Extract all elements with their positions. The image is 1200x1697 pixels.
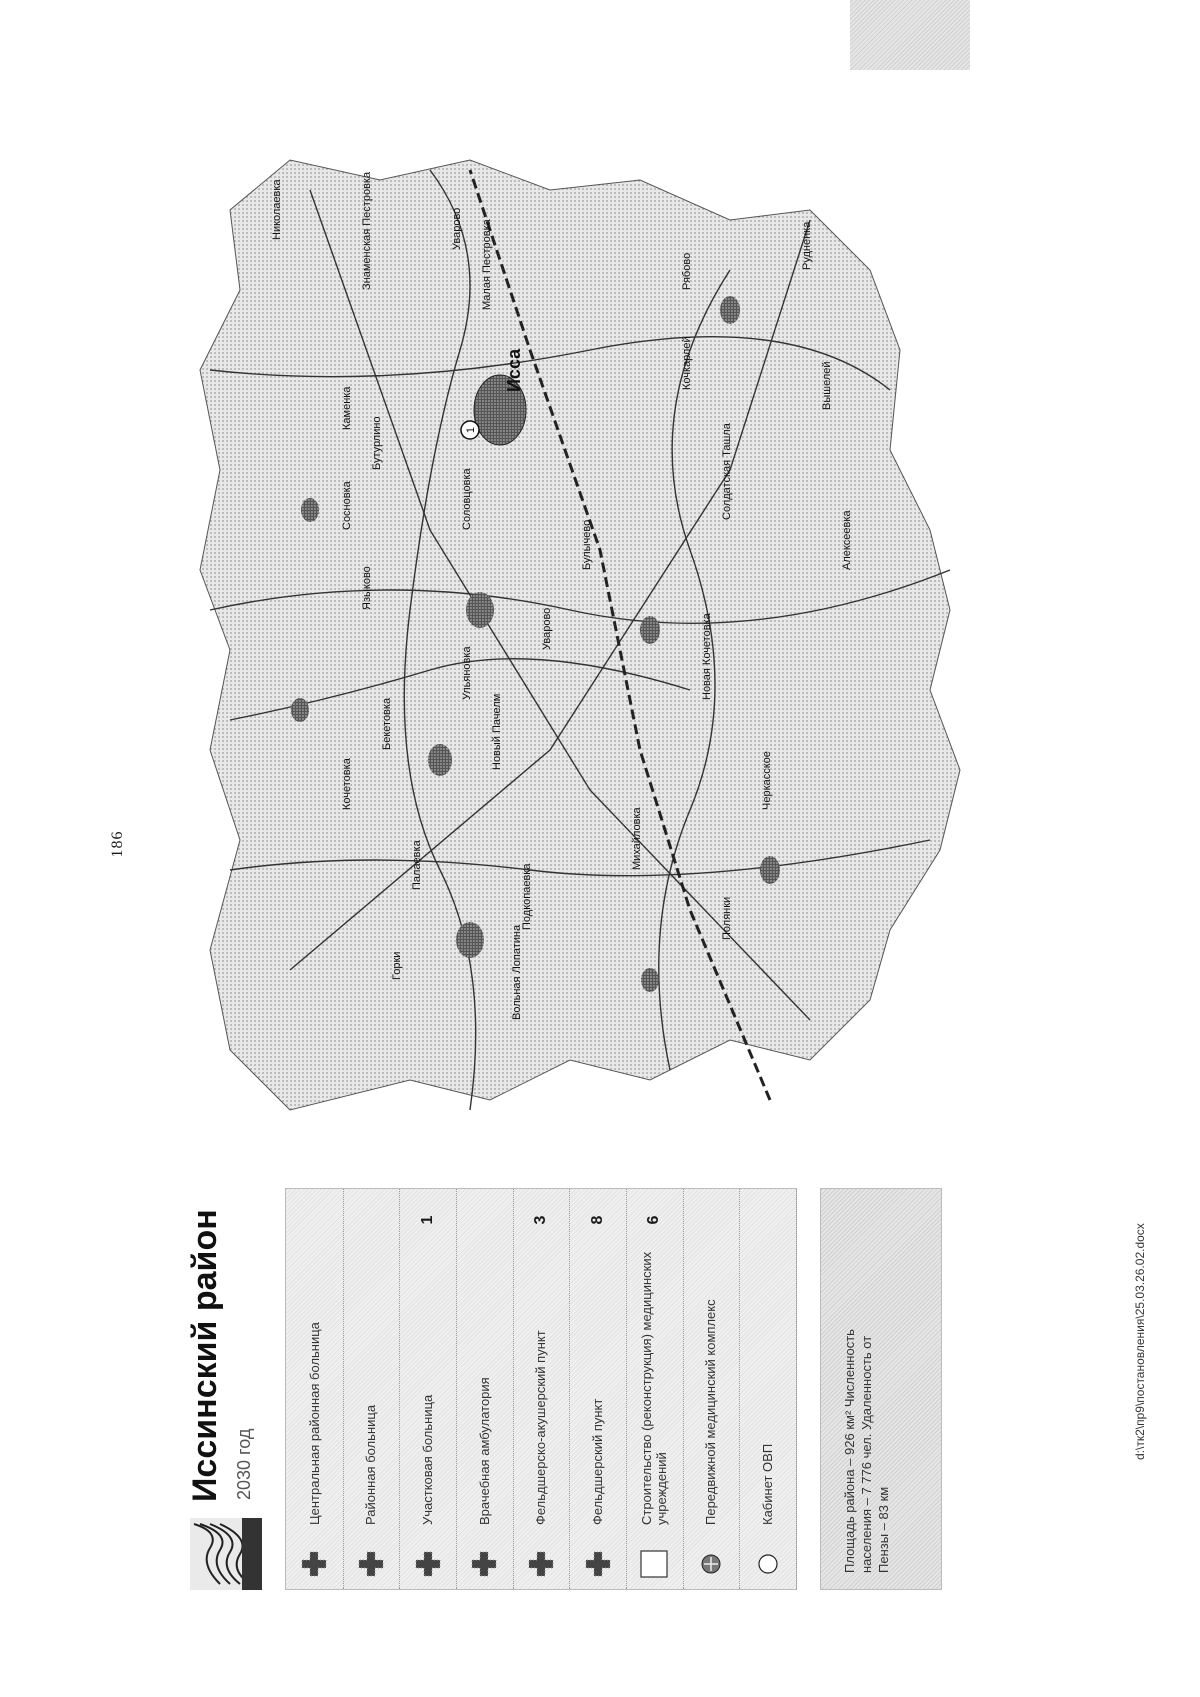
legend-row: Фельдшерско-акушерский пункт 3	[512, 1189, 571, 1589]
legend-label: Кабинет ОВП	[760, 1443, 776, 1525]
stats-text: Площадь района – 926 км² Численность нас…	[841, 1203, 892, 1573]
legend: Центральная районная больница Районная бо…	[285, 1188, 797, 1590]
district-logo-icon	[190, 1518, 262, 1590]
legend-row: Фельдшерский пункт 8	[569, 1189, 627, 1589]
place-label: Бутурлино	[371, 416, 383, 470]
info-box	[850, 0, 970, 70]
legend-label: Фельдшерско-акушерский пункт	[533, 1330, 549, 1525]
place-label: Ульяновка	[461, 646, 473, 700]
place-label: Алексеевка	[841, 510, 853, 570]
cross-icon	[301, 1539, 327, 1589]
place-label: Бекетовка	[381, 697, 393, 750]
square-outline-icon	[639, 1539, 669, 1589]
place-label: Палаевка	[411, 839, 423, 890]
legend-label: Строительство (реконструкция) медицински…	[639, 1251, 670, 1525]
legend-row: Передвижной медицинский комплекс	[682, 1189, 741, 1589]
legend-count: 1	[418, 1215, 436, 1225]
page-number: 186	[109, 830, 126, 858]
place-label: Рябово	[681, 253, 693, 290]
cross-icon	[471, 1539, 497, 1589]
place-label: Уварово	[541, 608, 553, 650]
place-label: Черкасское	[761, 751, 773, 810]
center-marker-number: 1	[465, 427, 477, 433]
legend-row: Участковая больница 1	[399, 1189, 457, 1589]
legend-row: Районная больница	[342, 1189, 401, 1589]
map-subtitle: 2030 год	[234, 1428, 254, 1500]
cross-icon	[415, 1539, 441, 1589]
legend-count: 8	[588, 1215, 606, 1225]
legend-label: Врачебная амбулатория	[476, 1377, 492, 1525]
place-label: Полянки	[721, 897, 733, 940]
stats-line: Площадь района – 926 км² Численность	[842, 1329, 857, 1573]
legend-label: Участковая больница	[420, 1394, 436, 1525]
place-label: Рудненка	[801, 221, 813, 270]
place-label: Вольная Лопатина	[511, 924, 523, 1020]
place-label: Уварово	[451, 208, 463, 250]
cross-icon	[528, 1539, 554, 1589]
place-label: Новый Пачелм	[491, 694, 503, 770]
settlement-markers: 1	[460, 420, 480, 440]
place-label: Сосновка	[341, 480, 353, 530]
stats-box: Площадь района – 926 км² Численность нас…	[820, 1188, 942, 1590]
circle-outline-icon	[757, 1539, 779, 1589]
legend-row: Центральная районная больница	[286, 1189, 344, 1589]
cross-icon	[585, 1539, 611, 1589]
rivers-roads	[209, 169, 951, 1111]
place-label: Языково	[361, 566, 373, 610]
map-title: Иссинский район	[186, 1209, 224, 1502]
railway-line	[468, 169, 772, 1101]
legend-panel: Иссинский район 2030 год Центральная рай…	[170, 1160, 1000, 1600]
legend-row: Кабинет ОВП	[739, 1189, 797, 1589]
legend-row: Строительство (реконструкция) медицински…	[626, 1189, 684, 1589]
place-label: Знаменская Пестровка	[361, 171, 373, 290]
settlements	[291, 296, 780, 992]
place-label: Николаевка	[271, 179, 283, 240]
place-label: Солдатская Ташла	[721, 422, 733, 520]
hatched-circle-icon	[700, 1539, 722, 1589]
place-label: Кочкарлей	[681, 336, 693, 390]
legend-label: Передвижной медицинский комплекс	[703, 1299, 719, 1525]
stats-line: Пензы – 83 км	[876, 1486, 891, 1573]
title-block: Иссинский район 2030 год	[178, 1190, 278, 1590]
legend-label: Районная больница	[363, 1404, 379, 1525]
place-label: Кочетовка	[341, 757, 353, 810]
legend-label: Фельдшерский пункт	[590, 1398, 606, 1525]
legend-label: Центральная районная больница	[306, 1322, 322, 1525]
place-label: Каменка	[341, 386, 353, 430]
place-label: Вышелей	[821, 361, 833, 410]
footer-path: d:\тк2\пр9\постановления\25.03.26.02.doc…	[1133, 1223, 1147, 1460]
cross-icon	[358, 1539, 384, 1589]
place-label: Булычево	[581, 520, 593, 570]
place-label: Михайловка	[631, 806, 643, 870]
center-city-label: Исса	[504, 348, 524, 392]
place-label: Малая Пестровка	[481, 218, 493, 310]
map-sheet: Иссинский район 2030 год Центральная рай…	[170, 0, 1000, 1600]
legend-count: 3	[531, 1215, 549, 1225]
place-label: Подкопаевка	[521, 863, 533, 930]
district-boundary	[199, 159, 961, 1111]
place-label: Соловцовка	[461, 467, 473, 530]
stats-line: населения – 7 776 чел. Удаленность от	[859, 1335, 874, 1573]
legend-row: Врачебная амбулатория	[456, 1189, 514, 1589]
place-label: Новая Кочетовка	[701, 612, 713, 700]
place-label: Горки	[391, 952, 403, 980]
legend-count: 6	[645, 1215, 663, 1225]
